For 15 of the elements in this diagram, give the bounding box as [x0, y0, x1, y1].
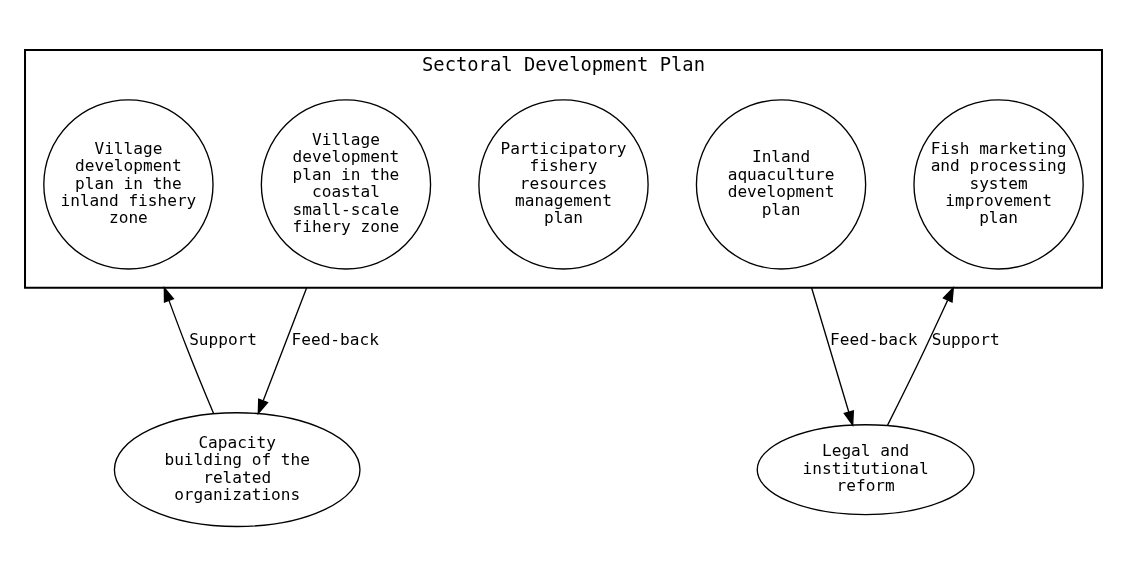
node-ellipse: Capacity building of the related organizations	[113, 412, 361, 528]
edge-label: Feed-back	[291, 330, 379, 350]
node-circle: Participatory fishery resources management plan	[478, 99, 649, 270]
edge-label: Support	[189, 330, 258, 350]
node-circle: Inland aquaculture development plan	[695, 99, 867, 270]
edge-label: Feed-back	[830, 330, 918, 350]
arrow	[257, 287, 308, 416]
node-circle: Fish marketing and processing system improvement plan	[913, 99, 1084, 270]
edge-label: Support	[931, 330, 1000, 350]
node-circle: Village development plan in the inland fishery zone	[43, 99, 214, 270]
arrow	[163, 285, 215, 415]
arrow	[810, 287, 855, 427]
node-circle: Village development plan in the coastal small-scale fihery zone	[260, 99, 432, 270]
arrow	[886, 285, 955, 427]
node-ellipse: Legal and institutional reform	[756, 424, 975, 516]
